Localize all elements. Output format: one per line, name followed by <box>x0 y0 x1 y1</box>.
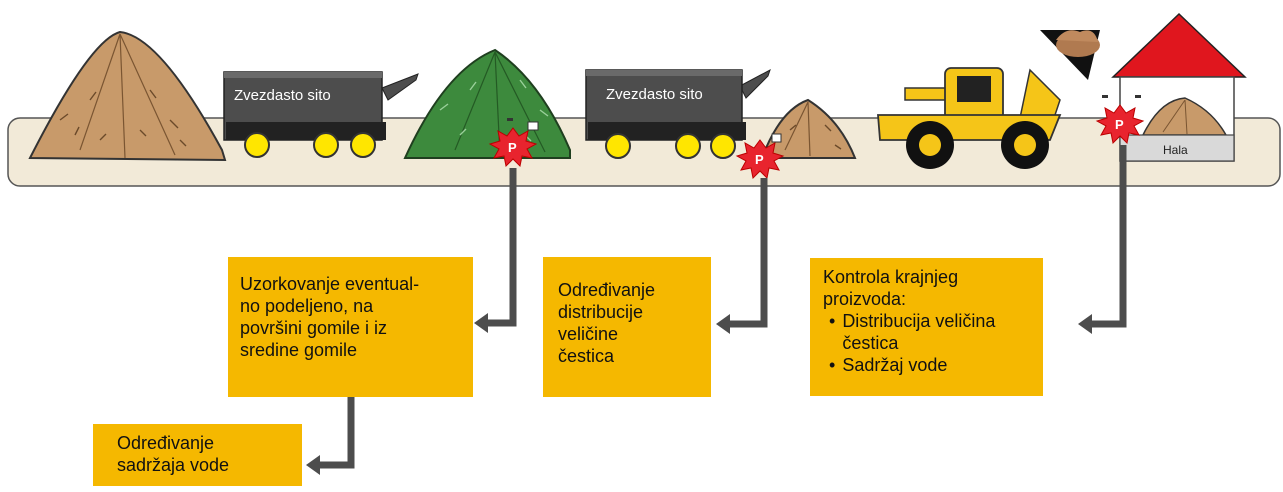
arrow-head <box>716 314 730 334</box>
water-content-box: Određivanje sadržaja vode <box>93 424 302 486</box>
star-screen-icon: Zvezdasto sito <box>585 68 771 159</box>
final-title: Kontrola krajnjeg proizvoda: <box>823 267 959 309</box>
psd-text: Određivanje distribucije veličine čestic… <box>558 280 656 366</box>
hall-label: Hala <box>1163 143 1188 157</box>
final-product-control-box: Kontrola krajnjeg proizvoda: Distribucij… <box>810 258 1043 396</box>
sampling-marker-letter: P <box>755 152 764 167</box>
final-check-list: Distribucija veličina čestica Sadržaj vo… <box>823 310 1033 376</box>
final-item-psd: Distribucija veličina čestica <box>829 310 1033 354</box>
hall-building-icon: Hala <box>1111 12 1247 162</box>
final-item-psd-text: Distribucija veličina čestica <box>842 311 996 353</box>
star-screen-icon: Zvezdasto sito <box>223 71 419 158</box>
wheel-loader-icon <box>877 30 1100 169</box>
water-text: Određivanje sadržaja vode <box>117 433 230 475</box>
sampling-point-icon: P <box>1095 95 1145 145</box>
compost-pile-icon <box>403 48 571 159</box>
screen2-label: Zvezdasto sito <box>606 86 703 103</box>
arrow-head <box>474 313 488 333</box>
connector-arrow <box>728 178 768 328</box>
connector-arrow <box>1090 145 1127 328</box>
final-item-water-text: Sadržaj vode <box>842 355 948 375</box>
sampling-point-icon: P <box>488 118 539 168</box>
sampling-marker-letter: P <box>1115 117 1124 132</box>
arrow-head <box>1078 314 1092 334</box>
sampling-text: Uzorkovanje eventual- no podeljeno, na p… <box>240 274 420 360</box>
connector-arrow <box>486 168 517 327</box>
compost-pile-icon <box>760 98 857 159</box>
compost-pile-icon <box>28 30 227 162</box>
sampling-info-box: Uzorkovanje eventual- no podeljeno, na p… <box>228 257 473 397</box>
sampling-marker-letter: P <box>508 140 517 155</box>
particle-size-box: Određivanje distribucije veličine čestic… <box>543 257 711 397</box>
arrow-head <box>306 455 320 475</box>
connector-arrow <box>318 397 355 469</box>
sampling-point-icon: P <box>735 133 785 180</box>
screen1-label: Zvezdasto sito <box>234 87 331 104</box>
final-item-water: Sadržaj vode <box>829 354 1033 376</box>
